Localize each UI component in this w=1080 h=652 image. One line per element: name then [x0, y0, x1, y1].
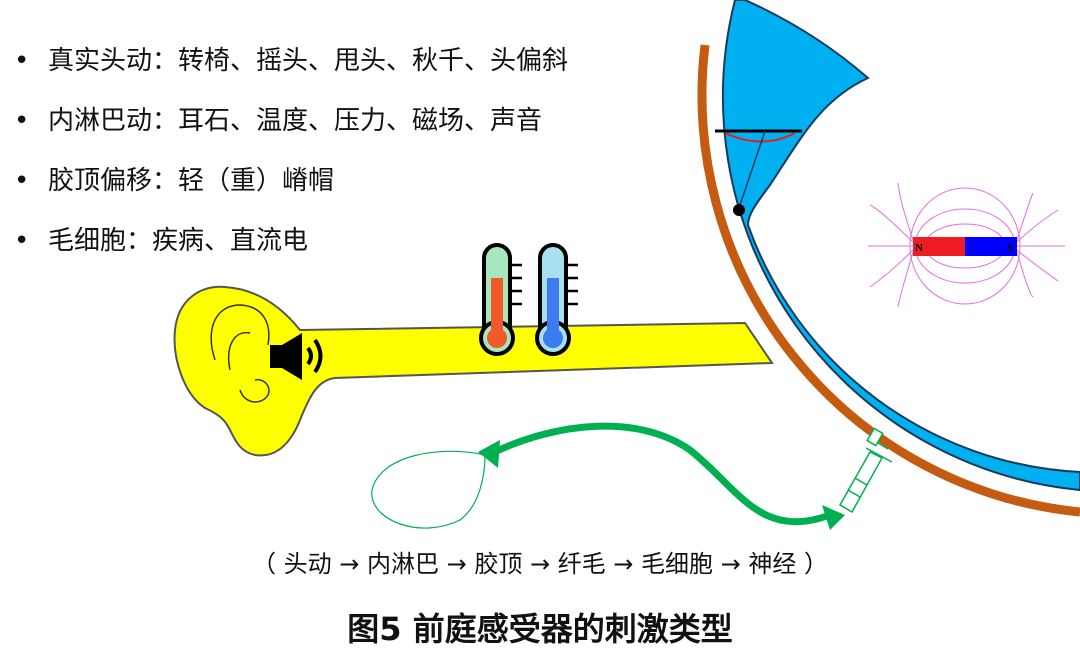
thermometer-hot-icon — [479, 243, 522, 356]
pressure-balloon — [371, 450, 486, 529]
list-item: • 毛细胞：疾病、直流电 — [14, 220, 568, 280]
bullet-text: 内淋巴动：耳石、温度、压力、磁场、声音 — [48, 106, 543, 136]
list-item: • 真实头动：转椅、摇头、甩头、秋千、头偏斜 — [14, 40, 568, 100]
bullet: • — [14, 166, 30, 196]
bony-labyrinth-arc — [697, 44, 1080, 517]
ear-folds — [210, 304, 270, 403]
bullet-text: 毛细胞：疾病、直流电 — [48, 226, 309, 256]
bullet: • — [14, 106, 30, 136]
speaker-icon — [270, 333, 323, 380]
signal-flow: （ 头动 → 内淋巴 → 胶顶 → 纤毛 → 毛细胞 → 神经 ） — [251, 550, 829, 578]
bullet: • — [14, 226, 30, 256]
pressure-tube — [486, 422, 832, 526]
list-item: • 胶顶偏移：轻（重）嵴帽 — [14, 160, 568, 220]
semicircular-canal — [721, 0, 1080, 492]
magnet-south-label: S — [1007, 242, 1013, 254]
magnet-icon — [868, 182, 1065, 308]
bullet-text: 真实头动：转椅、摇头、甩头、秋千、头偏斜 — [48, 46, 569, 76]
ear — [173, 285, 774, 457]
syringe-icon — [838, 427, 893, 514]
thermometer-cold-icon — [535, 243, 578, 356]
figure-title: 图5 前庭感受器的刺激类型 — [347, 610, 733, 648]
bullet-text: 胶顶偏移：轻（重）嵴帽 — [48, 166, 335, 196]
stimulus-list: • 真实头动：转椅、摇头、甩头、秋千、头偏斜 • 内淋巴动：耳石、温度、压力、磁场、… — [14, 40, 568, 280]
bullet: • — [14, 46, 30, 76]
otolith-dot — [733, 204, 745, 216]
magnet-north-label: N — [915, 242, 923, 254]
list-item: • 内淋巴动：耳石、温度、压力、磁场、声音 — [14, 100, 568, 160]
